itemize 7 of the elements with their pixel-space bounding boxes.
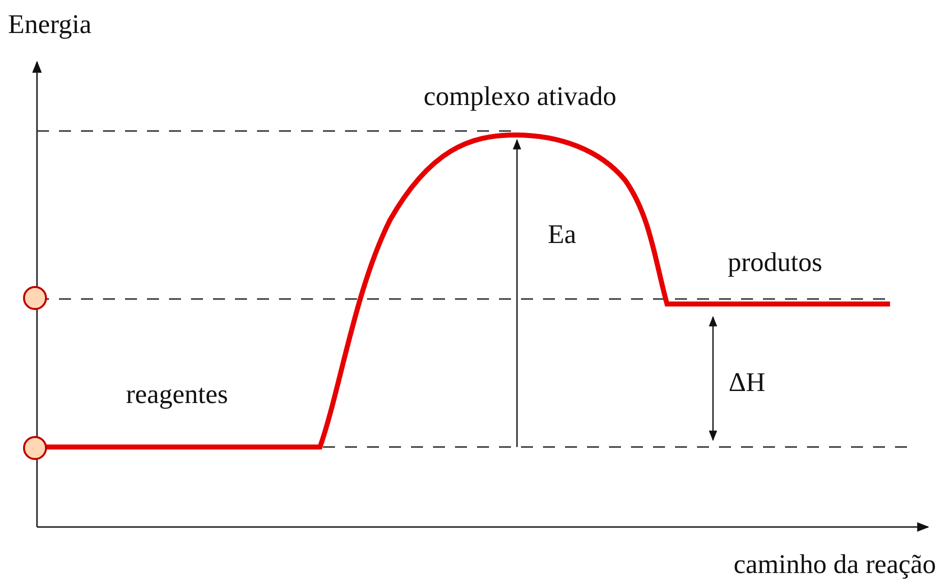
axis-label: reagentes bbox=[126, 378, 228, 411]
axis-label: produtos bbox=[728, 246, 822, 279]
axis-label: Energia bbox=[8, 8, 92, 41]
axis-label: complexo ativado bbox=[424, 80, 616, 113]
axis-label: ΔH bbox=[728, 366, 766, 399]
axis-label: caminho da reação bbox=[734, 548, 936, 581]
axis-label: Ea bbox=[548, 218, 576, 251]
